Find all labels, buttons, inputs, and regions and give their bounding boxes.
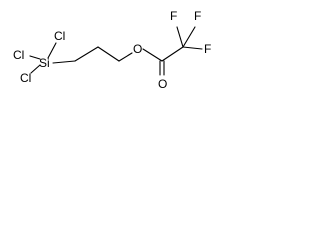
atom-o-carbonyl: O — [158, 77, 167, 91]
bond-carbonyl-cf3 — [161, 46, 184, 62]
structure-canvas: Cl Cl Si Cl O O F F F — [0, 0, 226, 99]
chemical-structure-diagram: Cl Cl Si Cl O O F F F — [13, 9, 211, 91]
bond-si-cl-left — [29, 55, 41, 60]
bond-c3-o-ester — [118, 52, 133, 62]
atom-cl-top: Cl — [54, 29, 65, 43]
bond-c2-c3 — [97, 46, 120, 62]
bond-c1-c2 — [74, 46, 99, 62]
atom-cl-bottom: Cl — [20, 71, 31, 85]
bond-si-cl-top — [47, 42, 57, 59]
atom-f-right: F — [204, 42, 211, 56]
atom-o-ester: O — [133, 42, 142, 56]
atom-si: Si — [39, 56, 50, 70]
bonds — [29, 26, 203, 76]
bond-si-c1 — [52, 60, 76, 64]
atom-f-top-left: F — [170, 9, 177, 23]
atom-f-top-right: F — [194, 9, 201, 23]
bond-o-ester-carbonyl-carbon — [142, 48, 163, 62]
bond-cf3-f-top-right — [182, 26, 196, 48]
bond-cf3-f-top-left — [176, 26, 184, 48]
atom-cl-left: Cl — [13, 48, 24, 62]
bond-cf3-f-right — [182, 46, 203, 50]
bond-si-cl-bottom — [30, 64, 41, 74]
atom-labels: Cl Cl Si Cl O O F F F — [13, 9, 211, 91]
